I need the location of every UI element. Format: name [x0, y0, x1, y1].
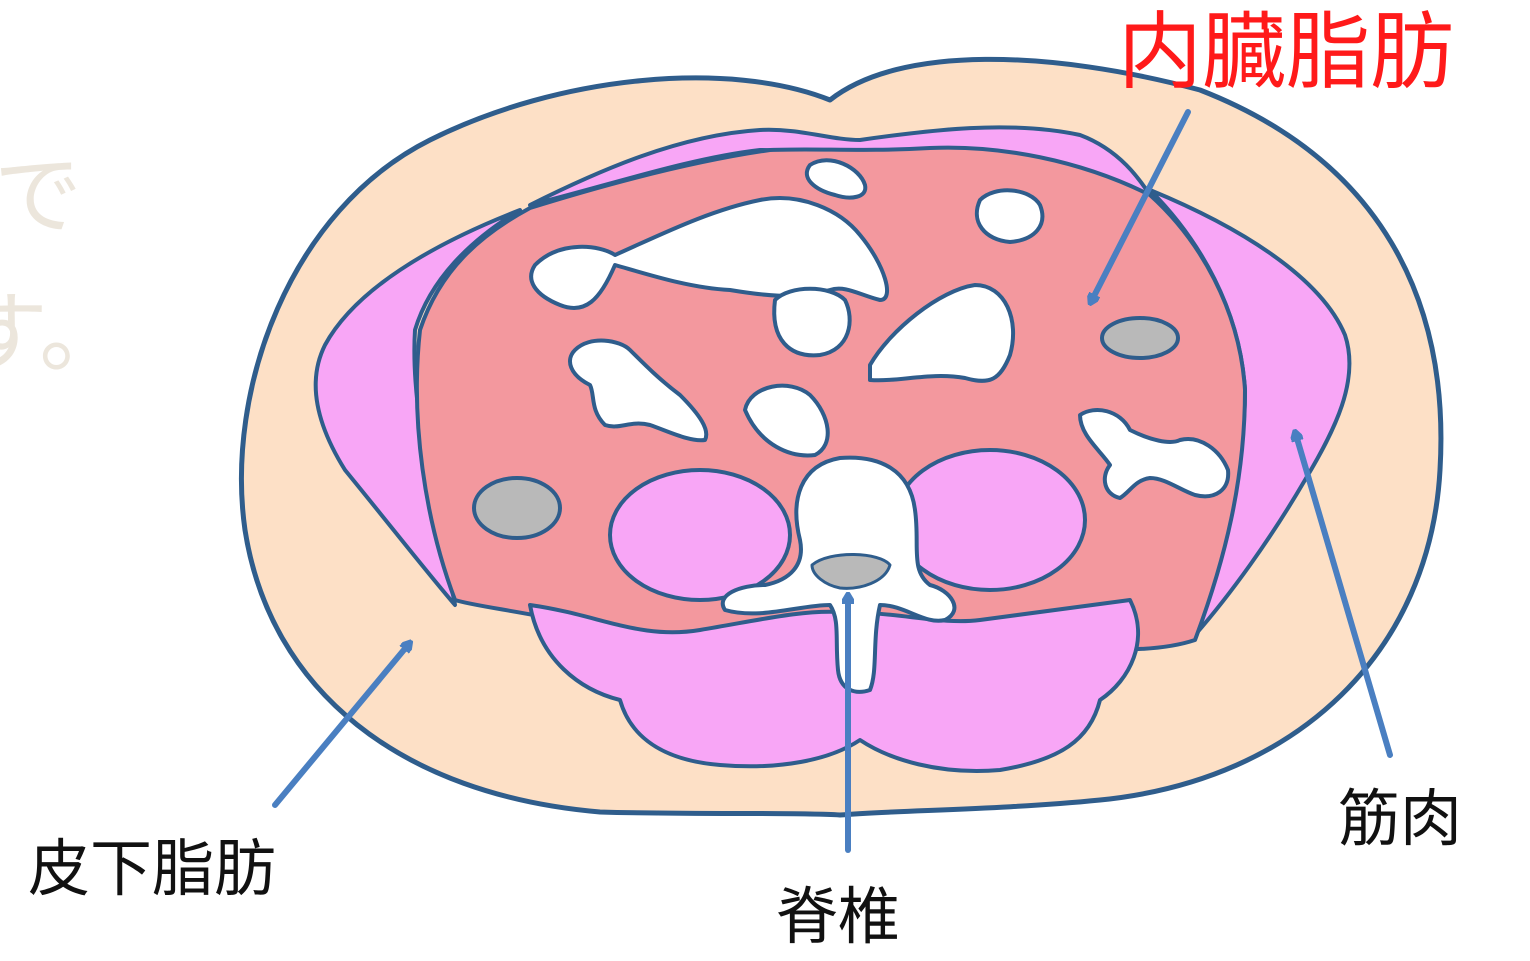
left-psoas-muscle [610, 470, 790, 600]
gray-organ-spot [1102, 318, 1178, 358]
spine-label: 脊椎 [776, 886, 900, 948]
right-psoas-muscle [895, 450, 1085, 590]
gray-organ-spot [474, 478, 560, 538]
intestine-organ [774, 289, 849, 356]
visceral-fat-label: 内臓脂肪 [1118, 10, 1454, 94]
subcutaneous-fat-label: 皮下脂肪 [28, 838, 276, 900]
intestine-organ [977, 190, 1042, 242]
muscle-label: 筋肉 [1338, 788, 1462, 850]
